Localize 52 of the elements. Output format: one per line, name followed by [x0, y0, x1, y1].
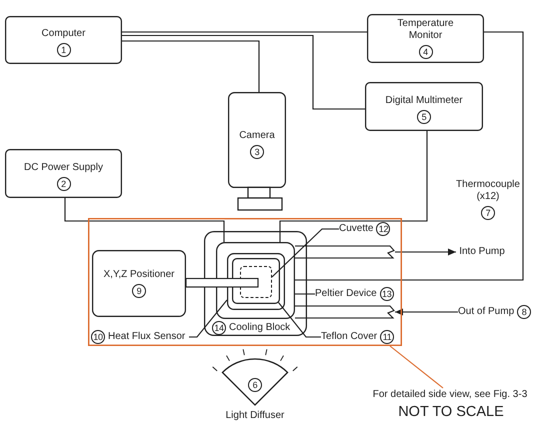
callout-number: 6 — [248, 378, 262, 392]
leader-line — [189, 300, 228, 338]
part-label: Peltier Device — [315, 288, 377, 300]
leader-line — [278, 302, 321, 338]
leader-line — [272, 228, 339, 278]
pipe — [295, 305, 395, 319]
callout-number: 4 — [418, 45, 432, 59]
node-label: DC Power Supply — [24, 162, 103, 174]
scale-note: NOT TO SCALE — [397, 403, 505, 421]
flow-label: Out of Pump — [458, 306, 514, 318]
connector-line — [122, 40, 260, 92]
node-label: Computer — [42, 28, 86, 40]
leader-line — [295, 293, 315, 295]
part-label: Cuvette — [339, 223, 374, 235]
note-text: For detailed side view, see Fig. 3-3 — [372, 388, 528, 400]
enclosure-outline — [88, 218, 402, 346]
connector-line — [122, 34, 365, 110]
callout-number: 9 — [132, 284, 146, 298]
callout-number: 1 — [56, 43, 70, 57]
device-box — [367, 14, 484, 63]
flow-label: Into Pump — [459, 246, 505, 258]
connector-line — [64, 198, 225, 242]
device-box — [365, 82, 483, 131]
callout-number: 2 — [56, 176, 70, 190]
leader-line — [390, 346, 444, 388]
callout-number: 11 — [380, 330, 394, 344]
arrow — [395, 248, 456, 256]
connector-line — [295, 31, 524, 281]
part-label: Heat Flux Sensor — [108, 331, 186, 343]
cable-label: Thermocouple (x12) — [455, 178, 521, 202]
callout-number: 12 — [376, 222, 390, 236]
node-label: Camera — [239, 130, 275, 142]
node-label: Temperature Monitor — [396, 18, 455, 42]
callout-number: 8 — [517, 305, 532, 319]
callout-number: 14 — [212, 321, 226, 335]
connector-line — [279, 131, 428, 242]
device-box — [5, 16, 122, 64]
node-label: X,Y,Z Positioner — [104, 269, 174, 281]
callout-number: 7 — [481, 206, 495, 220]
positioner-box — [92, 250, 186, 317]
device-box — [5, 149, 122, 198]
node-label: Light Diffuser — [224, 410, 286, 422]
callout-number: 5 — [417, 110, 431, 124]
callout-number: 10 — [91, 330, 105, 344]
callout-number: 13 — [380, 287, 394, 301]
arrow — [395, 308, 458, 316]
node-label: Digital Multimeter — [385, 94, 463, 106]
pipe — [295, 245, 395, 259]
callout-number: 3 — [250, 145, 264, 159]
part-label: Cooling Block — [229, 322, 290, 334]
part-label: Teflon Cover — [321, 331, 378, 343]
connector-line — [122, 31, 367, 33]
